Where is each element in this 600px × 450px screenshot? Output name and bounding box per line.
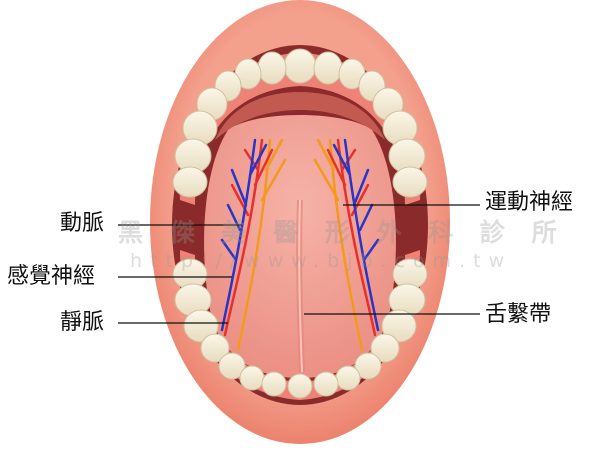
- palate: [215, 92, 385, 140]
- left-motor-nerve: [236, 138, 287, 352]
- right-motor-nerve: [313, 138, 364, 352]
- upper-teeth: [172, 48, 428, 198]
- right-artery: [326, 138, 377, 337]
- right-vein: [332, 138, 380, 332]
- left-vein: [220, 138, 268, 332]
- watermark-url: http://www.bjb.com.tw: [130, 250, 513, 272]
- left-vessels: [220, 138, 287, 352]
- watermark-clinic-name: 黑 傑 美 醫 形 外 科 診 所: [118, 218, 566, 247]
- left-artery: [223, 138, 274, 337]
- label-motor-nerve: 運動神經: [485, 190, 574, 215]
- right-vessels: [313, 138, 380, 352]
- label-sensory-nerve: 感覺神經: [7, 264, 96, 289]
- leader-lines: [118, 204, 480, 324]
- lower-teeth: [172, 258, 428, 399]
- label-frenulum: 舌繫帶: [485, 302, 552, 327]
- label-vein: 靜脈: [60, 310, 105, 335]
- label-artery: 動脈: [60, 211, 105, 236]
